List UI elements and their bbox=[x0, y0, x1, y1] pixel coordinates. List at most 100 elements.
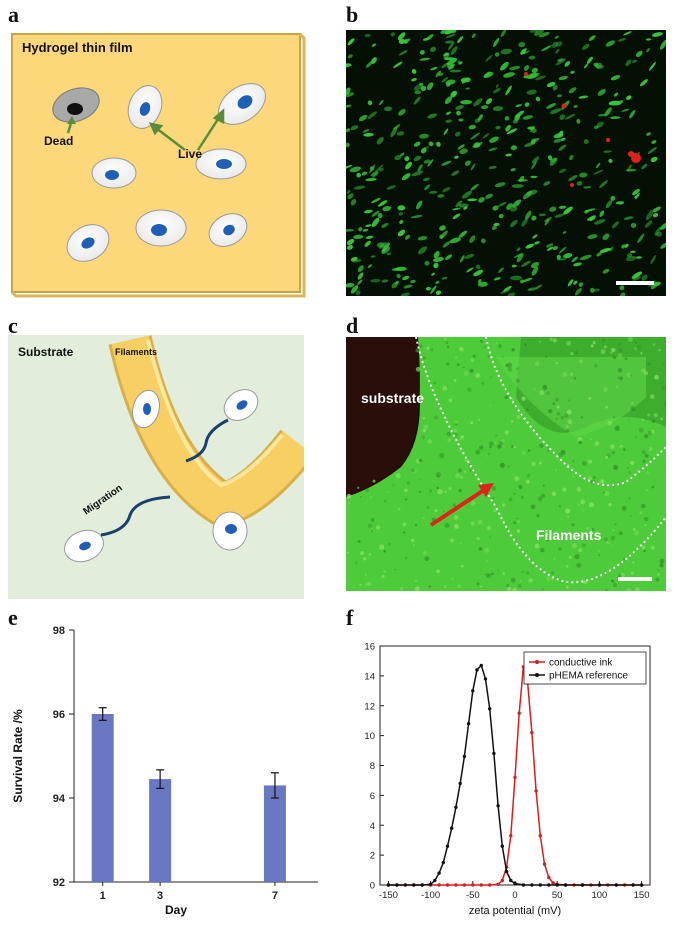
data-point bbox=[500, 844, 504, 848]
filament-outline bbox=[415, 337, 666, 584]
data-point bbox=[597, 883, 602, 887]
y-tick-label: 16 bbox=[364, 642, 375, 653]
cell-texture bbox=[346, 337, 666, 591]
panel-label-a: a bbox=[8, 2, 19, 27]
y-tick-label: 10 bbox=[364, 731, 375, 742]
cell-on-filament bbox=[212, 511, 248, 551]
data-point bbox=[534, 789, 538, 793]
data-point bbox=[538, 834, 542, 838]
data-point bbox=[509, 834, 513, 838]
legend-marker bbox=[535, 673, 539, 677]
data-point bbox=[530, 883, 534, 887]
dead-cell bbox=[52, 87, 100, 123]
substrate-label: substrate bbox=[361, 390, 424, 406]
panel-label-f: f bbox=[346, 605, 354, 630]
panel-label-e: e bbox=[8, 605, 18, 630]
data-point bbox=[458, 781, 462, 786]
x-tick-label: 3 bbox=[157, 890, 163, 902]
legend-label: pHEMA reference bbox=[549, 671, 628, 682]
bar bbox=[149, 779, 172, 882]
data-point bbox=[479, 883, 483, 887]
filament-outline bbox=[485, 337, 666, 487]
data-point bbox=[639, 883, 644, 887]
live-label: Live bbox=[178, 147, 202, 161]
data-point bbox=[496, 882, 500, 886]
live-cell bbox=[91, 157, 137, 189]
x-tick-label: -150 bbox=[379, 890, 398, 901]
data-point bbox=[428, 882, 433, 886]
legend-box bbox=[523, 651, 647, 685]
x-axis-label: zeta potential (mV) bbox=[469, 905, 561, 917]
filaments-label: Filaments bbox=[536, 527, 602, 543]
data-point bbox=[521, 883, 526, 887]
data-point bbox=[437, 883, 441, 887]
data-point bbox=[445, 844, 450, 848]
y-tick-label: 98 bbox=[53, 625, 65, 637]
data-point bbox=[530, 730, 534, 735]
bare-substrate-region bbox=[346, 337, 420, 497]
data-point bbox=[441, 860, 445, 865]
panel-d-micrograph: substrate Filaments bbox=[346, 337, 666, 591]
data-point bbox=[437, 871, 441, 875]
data-point bbox=[395, 883, 399, 887]
x-tick-label: 50 bbox=[552, 890, 563, 901]
y-tick-label: 96 bbox=[53, 709, 65, 721]
data-point bbox=[450, 826, 454, 830]
data-point bbox=[538, 883, 542, 887]
data-point bbox=[500, 878, 504, 883]
x-tick-label: 1 bbox=[100, 890, 106, 902]
data-point bbox=[479, 663, 483, 668]
data-point bbox=[517, 711, 521, 715]
data-point bbox=[403, 883, 407, 887]
x-axis-label: Day bbox=[165, 903, 187, 917]
data-point bbox=[454, 883, 458, 887]
panel-c-schematic: Substrate Filaments Migration bbox=[8, 335, 304, 599]
x-tick-label: 150 bbox=[634, 890, 650, 901]
live-cell bbox=[127, 85, 163, 129]
dead-cell-stain bbox=[524, 72, 641, 187]
data-point bbox=[454, 805, 458, 809]
live-cell bbox=[135, 209, 187, 247]
x-tick-label: -50 bbox=[466, 890, 480, 901]
data-point bbox=[614, 883, 618, 887]
y-axis-label: Survival Rate /% bbox=[11, 709, 25, 803]
data-point bbox=[462, 754, 467, 759]
panel-label-c: c bbox=[8, 313, 18, 338]
data-point bbox=[496, 804, 500, 808]
bar bbox=[263, 785, 286, 882]
data-point bbox=[483, 677, 488, 681]
data-point bbox=[420, 883, 424, 887]
migrating-cell bbox=[223, 389, 259, 421]
data-point bbox=[412, 883, 416, 887]
panel-label-b: b bbox=[346, 2, 359, 27]
y-tick-label: 2 bbox=[370, 851, 375, 862]
live-cell bbox=[195, 148, 247, 180]
live-cell-stain-layer bbox=[346, 30, 666, 296]
live-cell bbox=[208, 213, 248, 247]
filaments-label: Filaments bbox=[115, 347, 157, 357]
substrate-label: Substrate bbox=[18, 345, 74, 359]
data-point bbox=[580, 883, 585, 887]
data-point bbox=[471, 689, 475, 693]
scale-bar bbox=[616, 281, 654, 285]
y-tick-label: 4 bbox=[370, 821, 375, 832]
data-point bbox=[547, 883, 551, 887]
scale-bar bbox=[618, 577, 652, 581]
data-point bbox=[513, 881, 517, 886]
data-point bbox=[488, 883, 492, 887]
data-point bbox=[563, 883, 568, 887]
y-tick-label: 0 bbox=[370, 881, 375, 892]
data-point bbox=[386, 883, 391, 887]
migration-trail bbox=[185, 418, 229, 463]
legend-marker bbox=[535, 660, 539, 664]
data-point bbox=[504, 869, 509, 874]
y-tick-label: 14 bbox=[364, 671, 375, 682]
data-point bbox=[471, 883, 475, 887]
live-arrows bbox=[148, 108, 225, 151]
x-tick-label: 100 bbox=[591, 890, 607, 901]
data-point bbox=[509, 878, 513, 883]
